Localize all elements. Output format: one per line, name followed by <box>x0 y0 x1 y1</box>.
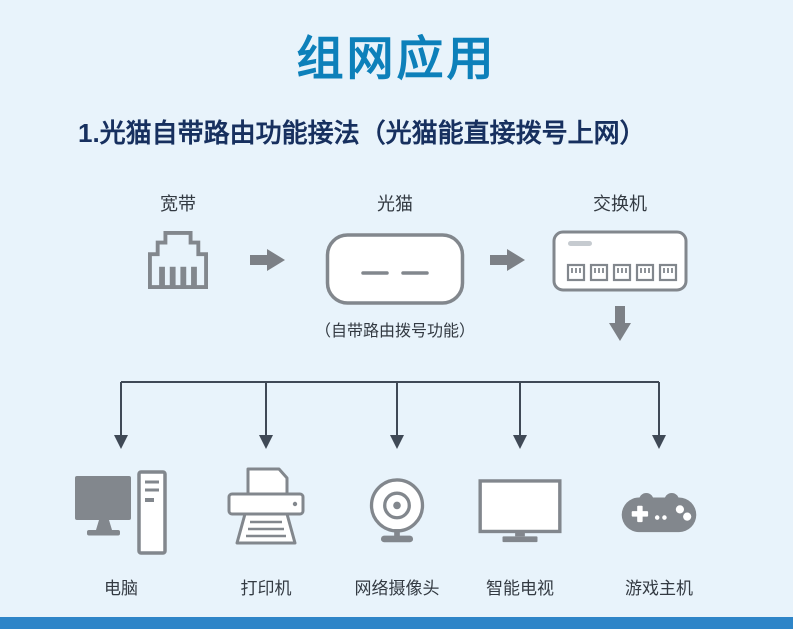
device-node-computer: 电脑 <box>46 462 196 599</box>
game-console-icon-box <box>619 462 699 564</box>
game-controller-icon <box>621 493 697 533</box>
broadband-icon-wrap <box>147 230 209 290</box>
switch-label: 交换机 <box>593 194 647 214</box>
device-label: 智能电视 <box>486 579 554 598</box>
computer-icon-box <box>75 462 167 564</box>
webcam-icon-box <box>363 462 431 564</box>
broadband-label: 宽带 <box>160 194 196 214</box>
ethernet-port-icon <box>148 230 208 290</box>
desktop-computer-icon <box>75 470 167 555</box>
device-node-webcam: 网络摄像头 <box>322 462 472 599</box>
device-node-smart-tv: 智能电视 <box>445 462 595 599</box>
page-title: 组网应用 <box>296 32 497 85</box>
device-label: 打印机 <box>240 579 292 598</box>
printer-icon <box>227 467 305 545</box>
footer-bar <box>0 617 793 629</box>
device-label: 网络摄像头 <box>354 579 440 598</box>
device-label: 电脑 <box>104 579 138 598</box>
connector-lines <box>114 381 666 449</box>
smart-tv-icon-box <box>478 462 562 564</box>
modem-icon <box>325 233 465 305</box>
smart-tv-icon <box>478 479 562 543</box>
device-node-game-console: 游戏主机 <box>584 462 734 599</box>
device-label: 游戏主机 <box>625 579 693 598</box>
right-arrow-icon <box>490 249 525 271</box>
device-node-printer: 打印机 <box>191 462 341 599</box>
modem-node: 光猫 <box>320 190 470 308</box>
webcam-icon <box>369 478 425 543</box>
modem-icon-wrap <box>325 230 465 308</box>
down-arrow-icon <box>609 306 631 341</box>
printer-icon-box <box>224 462 308 564</box>
broadband-node: 宽带 <box>118 190 238 290</box>
section-title: 1.光猫自带路由功能接法（光猫能直接拨号上网） <box>78 118 646 148</box>
right-arrow-icon <box>250 249 285 271</box>
switch-icon <box>552 230 688 292</box>
switch-icon-wrap <box>552 230 688 292</box>
modem-label: 光猫 <box>377 194 413 214</box>
switch-node: 交换机 <box>545 190 695 292</box>
modem-note: （自带路由拨号功能） <box>314 323 475 340</box>
